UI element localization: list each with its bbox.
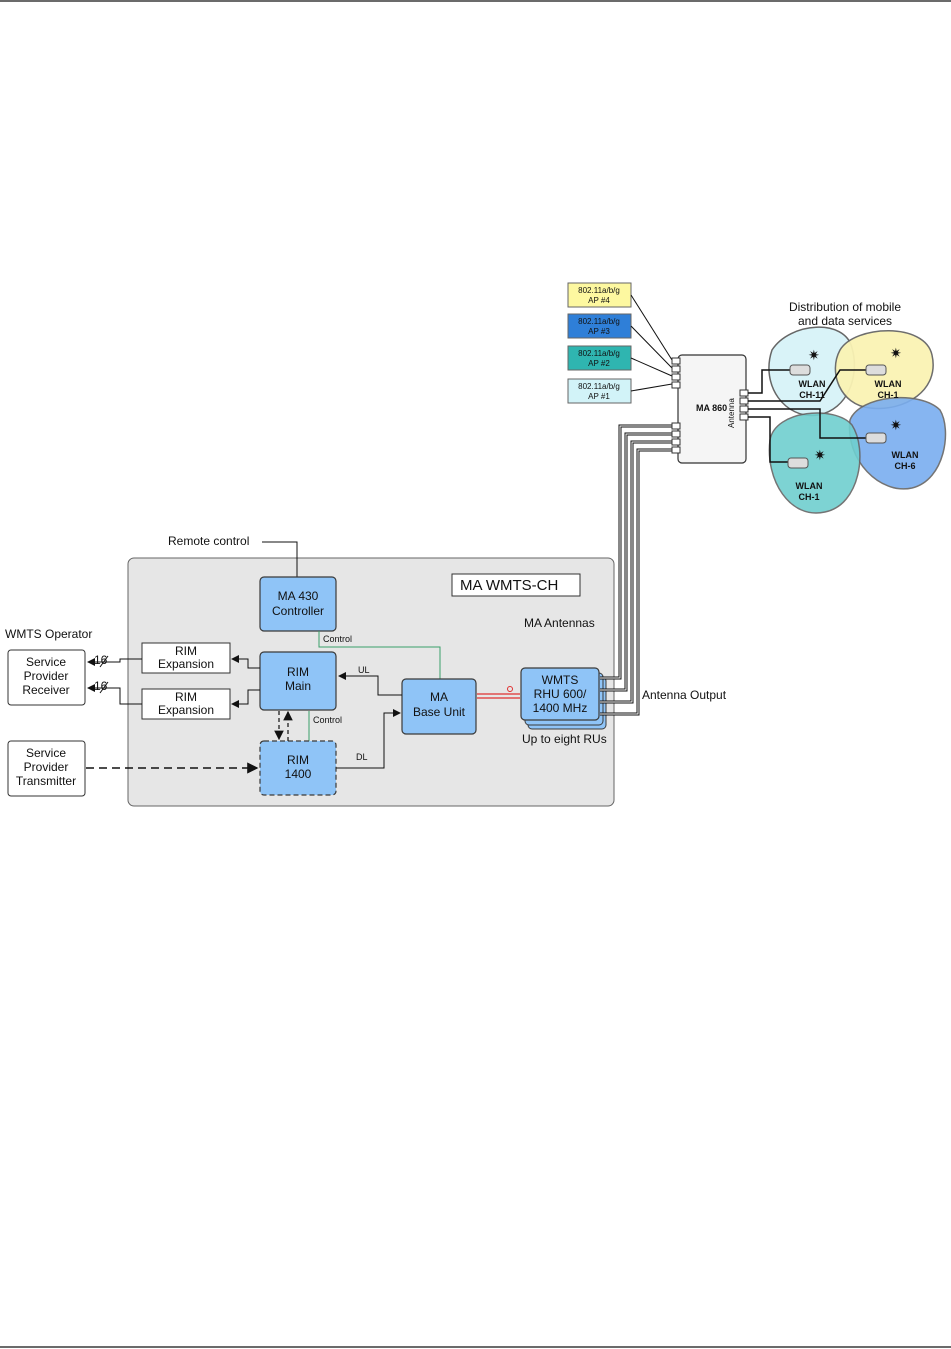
antenna-output-label: Antenna Output: [642, 688, 727, 702]
ap-1-line2: AP #1: [588, 392, 610, 401]
rim-main-line2: Main: [285, 679, 311, 693]
receiver-line1: Service: [26, 655, 66, 669]
antenna-cables: [748, 369, 866, 463]
antennas: ✷ ✷ ✷ ✷: [787, 345, 902, 469]
ma860-label: MA 860: [696, 403, 727, 413]
wlan-ch11-line2: CH-11: [799, 390, 825, 400]
system-title: MA WMTS-CH: [460, 577, 558, 594]
ap-4-line1: 802.11a/b/g: [578, 286, 620, 295]
wlan-ch1-top-line1: WLAN: [875, 379, 902, 389]
base-unit-box: [401, 678, 477, 735]
rim-1400-line1: RIM: [287, 753, 309, 767]
rhu-line2: RHU 600/: [534, 687, 587, 701]
receiver-line2: Provider: [24, 669, 69, 683]
rim-expansion-1-line2: Expansion: [158, 657, 214, 671]
rim-expansion-1-line1: RIM: [175, 644, 197, 658]
transmitter-line3: Transmitter: [16, 774, 76, 788]
ma-antennas-label: MA Antennas: [524, 616, 595, 630]
base-unit-line2: Base Unit: [413, 705, 466, 719]
distribution-line1: Distribution of mobile: [789, 300, 901, 314]
wlan-ch1-bottom-line2: CH-1: [798, 492, 819, 502]
control-label-lower: Control: [313, 715, 342, 725]
ul-label: UL: [358, 665, 370, 675]
rhu-line3: 1400 MHz: [533, 701, 588, 715]
wlan-cell-ch6: [848, 397, 947, 490]
distribution-line2: and data services: [798, 314, 892, 328]
wlan-ch1-top-line2: CH-1: [877, 390, 898, 400]
antenna-ch1-top: [865, 364, 887, 376]
ap-2-line1: 802.11a/b/g: [578, 349, 620, 358]
ap-2-line2: AP #2: [588, 359, 610, 368]
transmitter-line1: Service: [26, 746, 66, 760]
remote-control-line: [262, 541, 298, 577]
ap-2-box: [567, 345, 632, 371]
ma860-ports: [671, 357, 749, 454]
antenna-output-cables: [600, 424, 676, 716]
antenna-ch11-icon: ✷: [808, 347, 820, 363]
system-panel: [127, 557, 615, 807]
wlan-ch6-line2: CH-6: [894, 461, 915, 471]
rim-to-expansion-2: [231, 689, 260, 708]
wmts-operator-label: WMTS Operator: [5, 627, 92, 641]
system-title-box: [451, 573, 581, 597]
access-points: 802.11a/b/g AP #4 802.11a/b/g AP #3 802.…: [567, 282, 673, 404]
wlan-ch6-line1: WLAN: [892, 450, 919, 460]
dl-label: DL: [356, 752, 368, 762]
base-unit-line1: MA: [430, 690, 448, 704]
rim-main-box: [259, 651, 337, 711]
ap-4-line2: AP #4: [588, 296, 610, 305]
wlan-coverage: [768, 326, 947, 514]
bottom-rule: [0, 1346, 951, 1348]
antenna-ch1-bottom: [787, 457, 809, 469]
bus-count-2: 16: [94, 679, 108, 693]
ap-4-box: [567, 282, 632, 308]
wlan-ch1-bottom-line1: WLAN: [796, 481, 823, 491]
ul-line: [338, 672, 402, 696]
ma860-antenna-label: Antenna: [727, 398, 736, 428]
ap-3-line2: AP #3: [588, 327, 610, 336]
up-to-eight-label: Up to eight RUs: [522, 732, 607, 746]
rhu-box: [520, 667, 600, 721]
wlan-ch11-line1: WLAN: [799, 379, 826, 389]
rim-to-expansion-1: [231, 655, 260, 669]
remote-control-label: Remote control: [168, 534, 249, 548]
controller-line1: MA 430: [278, 589, 319, 603]
controller-box: [259, 576, 337, 632]
rf-link-marker: [507, 686, 513, 692]
receiver-box: [7, 649, 86, 706]
rim-expansion-2-line1: RIM: [175, 690, 197, 704]
bus-slash-1: [99, 655, 109, 668]
rim-expansion-box-1: [141, 642, 231, 674]
antenna-ch11: [789, 364, 811, 376]
rim-expansion-2-line2: Expansion: [158, 703, 214, 717]
antenna-ch1-bottom-icon: ✷: [814, 447, 826, 463]
rim-1400-line2: 1400: [285, 767, 312, 781]
dl-line: [336, 709, 401, 769]
control-label-top: Control: [323, 634, 352, 644]
receiver-line3: Receiver: [22, 683, 69, 697]
transmitter-line2: Provider: [24, 760, 69, 774]
ap-1-line1: 802.11a/b/g: [578, 382, 620, 391]
antenna-ch6-icon: ✷: [890, 417, 902, 433]
controller-line2: Controller: [272, 604, 324, 618]
antenna-ch6: [865, 432, 887, 444]
bus-slash-2: [99, 681, 109, 694]
bus-count-1: 16: [94, 653, 108, 667]
rhu-line1: WMTS: [542, 673, 579, 687]
transmitter-box: [7, 740, 86, 797]
antenna-ch1-top-icon: ✷: [890, 345, 902, 361]
rim-main-line1: RIM: [287, 665, 309, 679]
ap-3-line1: 802.11a/b/g: [578, 317, 620, 326]
ap-3-box: [567, 313, 632, 339]
control-line-top: [318, 631, 441, 679]
top-rule: [0, 0, 951, 2]
